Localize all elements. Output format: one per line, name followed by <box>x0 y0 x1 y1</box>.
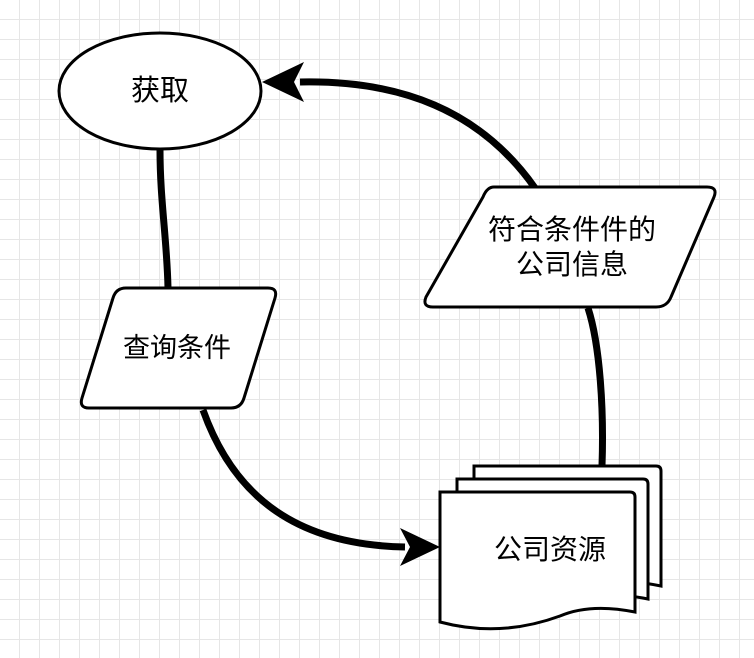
acquire-ellipse[interactable] <box>57 31 263 151</box>
acquire-label: 获取 <box>130 73 189 107</box>
matching-info-line-2: 公司信息 <box>515 248 628 281</box>
document-front <box>438 490 637 631</box>
arrowhead-resources <box>400 528 440 566</box>
query-conditions-shape[interactable] <box>79 286 278 410</box>
arrow-info-to-acquire <box>299 78 538 191</box>
connector-resources-to-info <box>584 306 606 467</box>
matching-info-shape[interactable] <box>423 185 717 309</box>
arrowhead-acquire <box>262 62 304 102</box>
connector-acquire-to-query <box>156 149 172 289</box>
company-resources-shape[interactable] <box>438 464 663 631</box>
query-conditions-label: 查询条件 <box>123 333 231 364</box>
company-resources-label: 公司资源 <box>493 533 606 566</box>
matching-info-label: 符合条件件的 公司信息 <box>462 212 682 282</box>
matching-info-line-1: 符合条件件的 <box>487 213 656 246</box>
arrow-query-to-resources <box>199 408 406 551</box>
